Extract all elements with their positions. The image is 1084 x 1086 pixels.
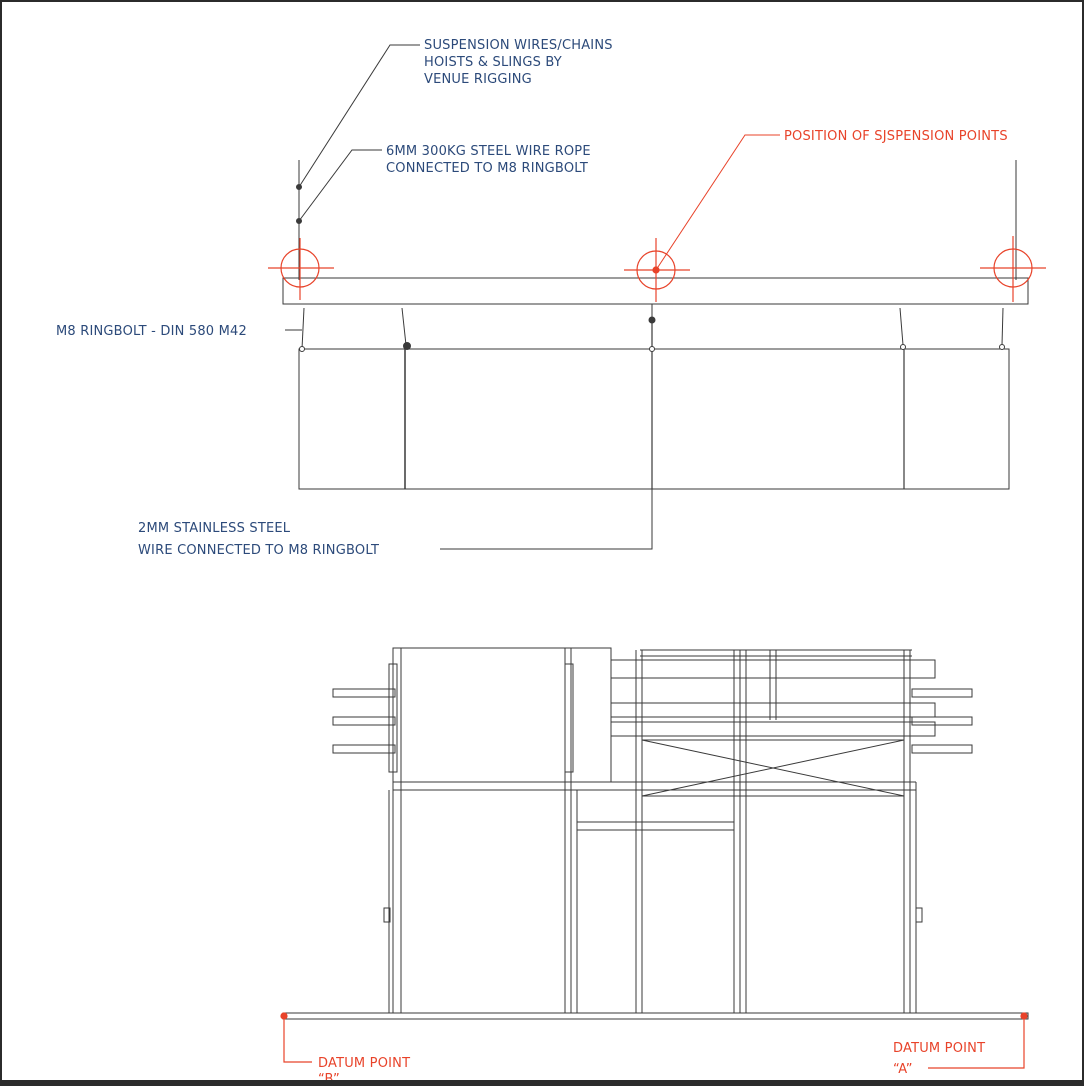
leader-stainless	[440, 489, 653, 550]
leader-suspension-points	[655, 134, 780, 271]
left-clamp	[388, 663, 398, 773]
structure-elevation	[282, 647, 1029, 1020]
brace-2	[641, 739, 905, 797]
suspension-label-3: VENUE RIGGING	[424, 72, 532, 87]
rigging-wire-2	[401, 307, 407, 346]
suspension-label-2: HOISTS & SLINGS BY	[424, 55, 562, 70]
leader-lines	[285, 44, 780, 550]
right-bracket	[915, 907, 923, 923]
ringbolt-dot-6	[999, 344, 1005, 350]
mid-clamp	[564, 663, 574, 773]
left-bracket	[383, 907, 391, 923]
suspension-points-label: POSITION OF SJSPENSION POINTS	[784, 129, 1008, 144]
suspension-label-1: SUSPENSION WIRES/CHAINS	[424, 38, 613, 53]
bracing-frame	[641, 739, 905, 797]
ringbolt-dot-2	[403, 342, 411, 350]
rigging-wire-1	[301, 307, 305, 350]
datum-a-label-1: DATUM POINT	[893, 1041, 985, 1056]
suspension-marker-left	[268, 238, 334, 300]
leader-suspension	[298, 44, 420, 188]
annotation-labels: SUSPENSION WIRES/CHAINS HOISTS & SLINGS …	[56, 38, 1008, 1086]
suspended-panel-view	[282, 160, 1029, 490]
right-rail-top	[610, 659, 936, 679]
ringbolt-dot-5	[900, 344, 906, 350]
datum-b-leader	[283, 1016, 312, 1063]
leader-wire-rope	[298, 149, 382, 222]
stainless-label-2: WIRE CONNECTED TO M8 RINGBOLT	[138, 543, 379, 558]
ringbolt-dot-1	[299, 346, 305, 352]
right-rail-low	[610, 721, 936, 737]
wire-rope-label-1: 6MM 300KG STEEL WIRE ROPE	[386, 144, 591, 159]
datum-a-label-2: “A”	[893, 1062, 913, 1077]
right-arm-1	[911, 688, 973, 698]
datum-b-label-1: DATUM POINT	[318, 1056, 410, 1071]
right-arm-2	[911, 716, 973, 726]
ringbolt-dot-3	[648, 316, 656, 324]
datum-markers	[280, 1012, 1028, 1069]
rigging-wire-4	[1001, 307, 1004, 346]
stainless-label-1: 2MM STAINLESS STEEL	[138, 521, 291, 536]
left-arm-1	[332, 688, 396, 698]
rigging-wire-3	[899, 307, 904, 346]
wire-rope-label-2: CONNECTED TO M8 RINGBOLT	[386, 161, 588, 176]
suspension-marker-right	[980, 236, 1046, 302]
right-rail-mid	[610, 702, 936, 718]
left-arm-3	[332, 744, 396, 754]
datum-a-leader	[928, 1016, 1025, 1069]
ringbolt-label: M8 RINGBOLT - DIN 580 M42	[56, 324, 247, 339]
right-arm-3	[911, 744, 973, 754]
suspension-point-markers	[268, 236, 1046, 302]
bottom-frame-strip	[0, 1080, 1084, 1086]
ringbolt-dot-4	[649, 346, 655, 352]
left-arm-2	[332, 716, 396, 726]
